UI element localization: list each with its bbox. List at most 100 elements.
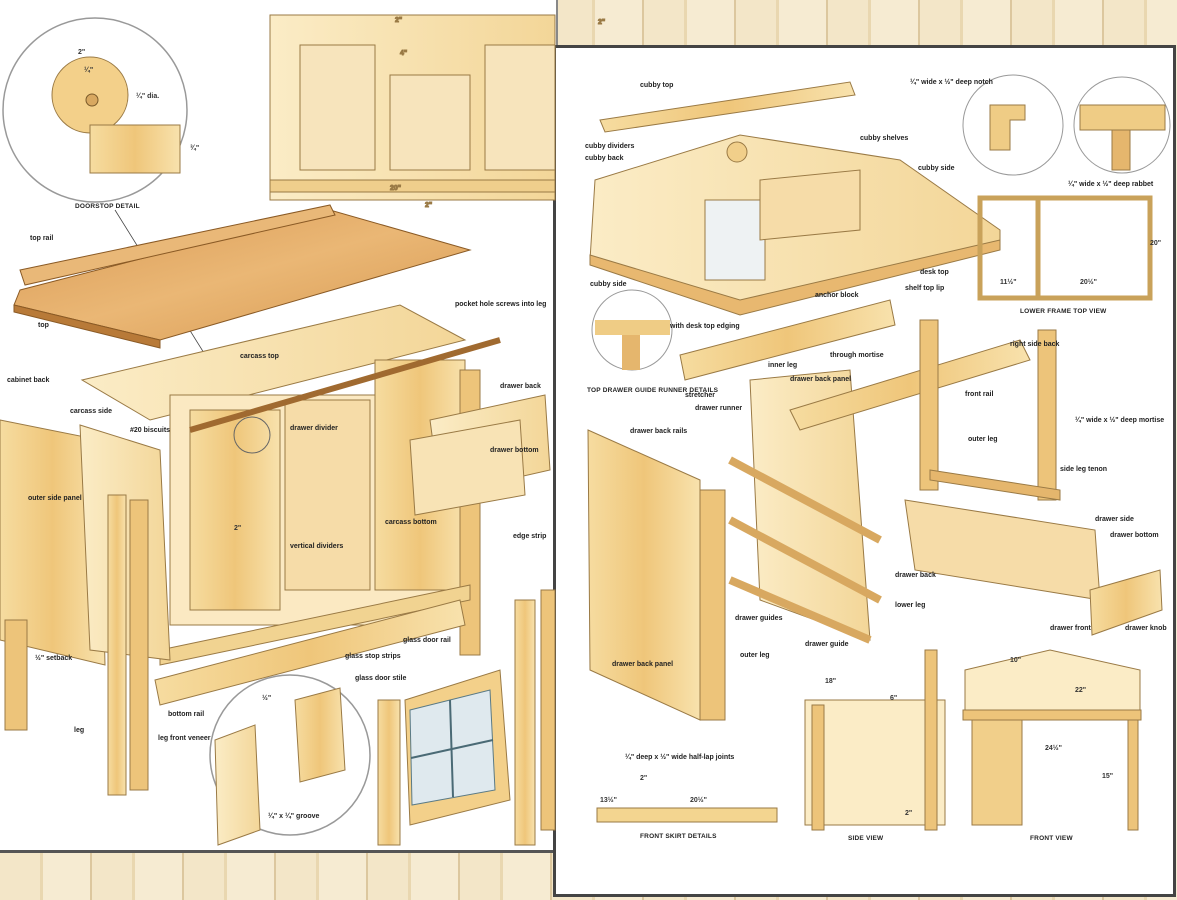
label-cubby-shelves: cubby shelves — [860, 135, 908, 142]
label-through-mortise: through mortise — [830, 352, 884, 359]
label-drawer-knob: drawer knob — [1125, 625, 1167, 632]
label-drawer-divider: drawer divider — [290, 425, 338, 432]
label-bottom-rail: bottom rail — [168, 711, 204, 718]
dim-label: ¼" dia. — [136, 92, 159, 100]
dim-label: 2" — [395, 17, 402, 24]
label-glass-door-stile: glass door stile — [355, 675, 406, 682]
label-drawer-side: drawer side — [1095, 516, 1134, 523]
cubby-top — [599, 81, 856, 133]
cabinet-top — [13, 204, 472, 349]
label-half-lap: ¼" deep x ½" wide half-lap joints — [625, 753, 734, 761]
label-glass-door-rail: glass door rail — [403, 637, 451, 644]
label-outer-side-panel: outer side panel — [28, 495, 82, 502]
label-cubby-side: cubby side — [590, 281, 627, 288]
dim-label: 2" — [234, 525, 241, 532]
lower-frame-top-view — [977, 195, 1153, 301]
dim-label: 20½" — [1080, 278, 1097, 286]
label-cubby-back: cubby back — [585, 155, 624, 162]
label-cabinet-back: cabinet back — [7, 377, 50, 384]
dim-label: 24½" — [1045, 744, 1062, 752]
label-drawer-back-panel: drawer back panel — [790, 376, 851, 383]
dim-label: 15" — [1102, 773, 1113, 780]
dim-label: 22" — [1075, 687, 1086, 694]
dim-label: 2" — [905, 810, 912, 817]
glass-door — [377, 589, 556, 846]
label-mortise: ¼" wide x ½" deep mortise — [1075, 416, 1164, 424]
view-title: FRONT SKIRT DETAILS — [640, 833, 717, 840]
dim-label: 18" — [825, 678, 836, 685]
detail-title: DOORSTOP DETAIL — [75, 203, 140, 210]
label-right-side-back: right side back — [1010, 341, 1060, 348]
label-drawer-guides: drawer guides — [735, 615, 783, 622]
label-shelf-top-lip: shelf top lip — [905, 285, 944, 292]
label-edge-strip: edge strip — [513, 533, 546, 540]
label-outer-leg: outer leg — [968, 436, 998, 443]
label-drawer-runner: drawer runner — [695, 405, 742, 412]
right-plan-labels: cubby top cubby dividers cubby back cubb… — [585, 78, 1167, 842]
left-plan-labels: top rail top carcass top pocket hole scr… — [7, 235, 546, 820]
dim-label: 2" — [425, 202, 432, 209]
label-cubby-side: cubby side — [918, 165, 955, 172]
label-desk-top-edging: with desk top edging — [669, 323, 740, 330]
side-panels-and-legs — [0, 419, 171, 796]
label-top-rail: top rail — [30, 235, 53, 242]
label-setback: ½" setback — [35, 654, 72, 662]
label-drawer-back: drawer back — [895, 572, 936, 579]
label-drawer-front: drawer front — [1050, 625, 1092, 632]
label-lower-leg: lower leg — [895, 602, 925, 609]
view-title: TOP DRAWER GUIDE RUNNER DETAILS — [587, 387, 719, 394]
label-leg: leg — [74, 727, 84, 734]
dim-label: 20" — [1150, 240, 1161, 247]
label-drawer-back-panel: drawer back panel — [612, 661, 673, 668]
label-drawer-bottom: drawer bottom — [490, 447, 539, 454]
label-cubby-top: cubby top — [640, 82, 673, 89]
desk-base — [587, 299, 1163, 721]
bottom-rail — [154, 599, 466, 706]
label-notch: ¼" wide x ½" deep notch — [910, 78, 993, 86]
label-carcass-bottom: carcass bottom — [385, 519, 437, 526]
label-carcass-side: carcass side — [70, 408, 112, 415]
dim-label: 20" — [390, 185, 401, 192]
label-drawer-back-rails: drawer back rails — [630, 428, 687, 435]
dim-label: 13½" — [600, 796, 617, 804]
label-rabbet: ¼" wide x ½" deep rabbet — [1068, 180, 1154, 188]
doorstop-detail: 2" ¼" ¼" dia. ¾" DOORSTOP DETAIL — [2, 17, 256, 436]
cubby-unit — [589, 134, 1001, 316]
view-title: LOWER FRAME TOP VIEW — [1020, 308, 1107, 315]
label-front-rail: front rail — [965, 391, 993, 398]
dim-label: ¾" — [190, 144, 199, 152]
dim-label: 2" — [78, 49, 85, 56]
view-title: SIDE VIEW — [848, 835, 884, 842]
dim-label: ¼" — [84, 66, 93, 74]
drawer — [409, 394, 551, 516]
dim-label: ½" — [262, 694, 271, 702]
label-glass-stop-strips: glass stop strips — [345, 653, 401, 660]
label-inner-leg: inner leg — [768, 362, 797, 369]
label-vertical-dividers: vertical dividers — [290, 543, 343, 550]
groove-detail: ½" — [209, 674, 371, 846]
label-top: top — [38, 322, 49, 329]
bottom-views — [596, 649, 1142, 831]
view-title: FRONT VIEW — [1030, 835, 1073, 842]
dim-label: 4" — [400, 50, 407, 57]
label-anchor-block: anchor block — [815, 292, 859, 299]
label-biscuits: #20 biscuits — [130, 427, 170, 434]
label-cubby-dividers: cubby dividers — [585, 143, 635, 150]
dim-label: 10" — [1010, 657, 1021, 664]
label-outer-leg: outer leg — [740, 652, 770, 659]
joint-detail-circles — [591, 74, 1171, 371]
label-pocket-hole: pocket hole screws into leg — [455, 301, 546, 308]
label-drawer-back: drawer back — [500, 383, 541, 390]
cabinet-front-elevation: 2" 2" 4" 20" 2" — [269, 14, 606, 210]
label-desk-top: desk top — [920, 269, 949, 276]
label-side-leg-tenon: side leg tenon — [1060, 466, 1107, 473]
dim-label: 6" — [890, 695, 897, 702]
label-leg-front-veneer: leg front veneer — [158, 735, 211, 742]
dim-label: 2" — [640, 775, 647, 782]
label-carcass-top: carcass top — [240, 353, 279, 360]
label-drawer-bottom: drawer bottom — [1110, 532, 1159, 539]
label-drawer-guide: drawer guide — [805, 641, 849, 648]
label-stretcher: stretcher — [685, 392, 715, 399]
dim-label: 2" — [598, 19, 605, 26]
